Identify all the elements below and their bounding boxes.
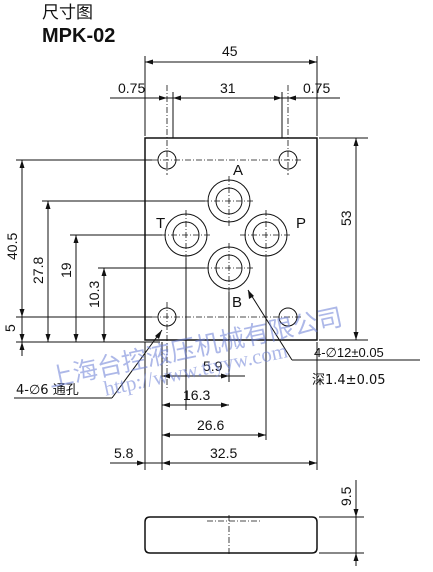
dim-label-19: 19 xyxy=(58,262,74,278)
dim-label-5-8: 5.8 xyxy=(114,445,134,461)
dim-label-26-6: 26.6 xyxy=(197,417,224,433)
dim-label-10-3: 10.3 xyxy=(86,281,102,308)
note-port-holes: 4-∅12±0.05 xyxy=(314,345,384,360)
dimension-5-8 xyxy=(110,460,170,466)
dim-label-9-5: 9.5 xyxy=(338,486,354,506)
dim-label-0-75-left: 0.75 xyxy=(118,80,145,96)
dimension-27-8 xyxy=(42,200,205,342)
dimension-10-3 xyxy=(98,267,205,342)
dimension-26-6 xyxy=(162,432,266,438)
port-label-p: P xyxy=(296,215,306,232)
dim-label-31: 31 xyxy=(220,80,236,96)
leader-through-holes xyxy=(14,329,163,399)
plate-side-view xyxy=(144,515,318,556)
dim-label-27-8: 27.8 xyxy=(30,257,46,284)
dim-label-16-3: 16.3 xyxy=(183,387,210,403)
dimension-53 xyxy=(319,137,368,341)
dim-label-40-5: 40.5 xyxy=(4,233,20,260)
dimension-16-3 xyxy=(162,402,229,408)
port-b xyxy=(203,243,255,293)
plate-top-view xyxy=(144,137,318,341)
dim-label-45: 45 xyxy=(222,43,238,59)
mounting-holes xyxy=(152,85,302,390)
dimension-40-5 xyxy=(16,159,152,342)
dim-label-5: 5 xyxy=(2,324,18,332)
dimension-5 xyxy=(19,302,25,356)
port-label-b: B xyxy=(232,294,242,311)
port-label-t: T xyxy=(156,215,165,232)
drawing-title: 尺寸图 xyxy=(42,3,93,23)
leader-port-holes xyxy=(247,289,420,361)
model-number: MPK-02 xyxy=(42,25,115,47)
port-label-a: A xyxy=(233,162,243,179)
dim-label-53: 53 xyxy=(338,210,354,226)
dimension-32-5 xyxy=(162,460,317,466)
port-t xyxy=(160,210,212,260)
dimension-45 xyxy=(144,56,318,136)
dimension-9-5 xyxy=(319,480,364,566)
dimension-19 xyxy=(70,234,162,342)
dim-label-32-5: 32.5 xyxy=(210,445,237,461)
port-a xyxy=(203,176,255,226)
note-port-depth: 深1.4±0.05 xyxy=(312,373,386,388)
dimension-31 xyxy=(110,92,340,138)
port-p xyxy=(240,210,292,260)
dimension-5-9 xyxy=(162,373,245,379)
dim-label-5-9: 5.9 xyxy=(203,358,223,374)
dim-label-0-75-right: 0.75 xyxy=(303,80,330,96)
note-through-holes: 4-∅6 通孔 xyxy=(16,383,79,398)
